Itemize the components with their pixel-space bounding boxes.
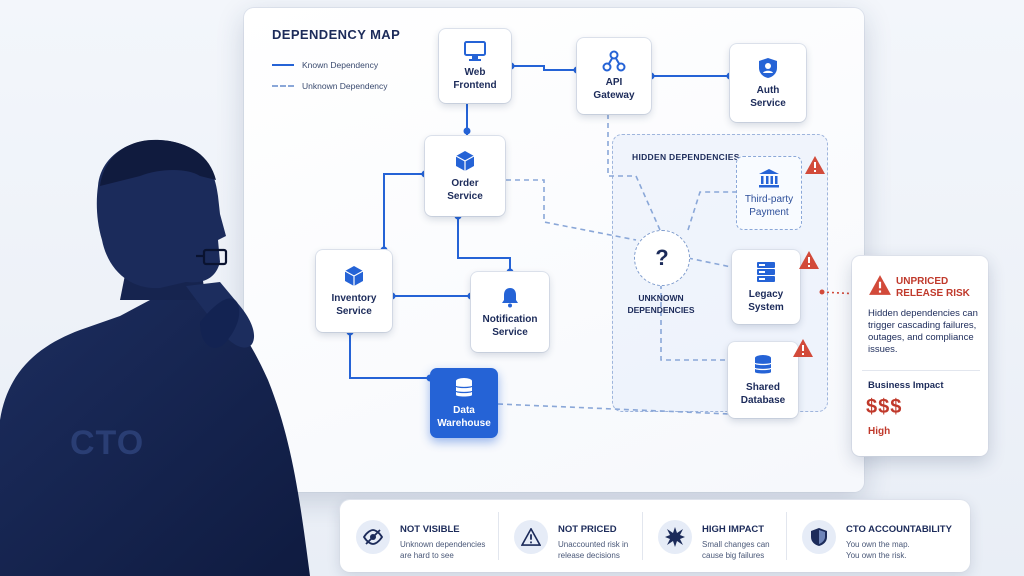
cube-icon — [344, 266, 364, 286]
database-icon — [754, 355, 772, 374]
node-web-frontend[interactable]: Web Frontend — [439, 29, 511, 103]
unknown-line-swatch — [272, 85, 294, 87]
warning-icon — [793, 339, 813, 357]
node-auth-service[interactable]: Auth Service — [730, 44, 806, 122]
shield-icon — [802, 520, 836, 554]
node-label: API Gateway — [593, 77, 635, 101]
node-order-service[interactable]: Order Service — [425, 136, 505, 216]
hidden-zone-label: HIDDEN DEPENDENCIES — [632, 152, 740, 162]
summary-title: NOT PRICED — [558, 524, 617, 535]
summary-item-not-priced: NOT PRICED Unaccounted risk in release d… — [502, 500, 652, 572]
node-label: Notification Service — [482, 314, 538, 338]
summary-item-not-visible: NOT VISIBLE Unknown dependencies are har… — [344, 500, 494, 572]
business-impact-symbol: $$$ — [866, 396, 903, 418]
node-legacy-system[interactable]: Legacy System — [732, 250, 800, 324]
warning-icon — [805, 156, 825, 174]
risk-card: UNPRICED RELEASE RISK Hidden dependencie… — [852, 256, 988, 456]
summary-desc: Small changes can cause big failures — [702, 540, 770, 560]
node-label: Third-party Payment — [744, 194, 794, 218]
risk-title: UNPRICED RELEASE RISK — [896, 276, 970, 299]
legend-known: Known Dependency — [272, 60, 378, 70]
warning-icon — [869, 275, 891, 295]
node-shared-database[interactable]: Shared Database — [728, 342, 798, 418]
summary-title: CTO ACCOUNTABILITY — [846, 524, 952, 535]
divider — [498, 512, 499, 560]
node-data-warehouse[interactable]: Data Warehouse — [430, 368, 498, 438]
bell-icon — [502, 288, 518, 308]
divider — [642, 512, 643, 560]
divider — [786, 512, 787, 560]
node-third-party-payment[interactable]: Third-party Payment — [736, 156, 802, 230]
eye-off-icon — [356, 520, 390, 554]
warning-icon — [799, 251, 819, 269]
summary-bar: NOT VISIBLE Unknown dependencies are har… — [340, 500, 970, 572]
unknown-dependencies-marker: ? — [634, 230, 690, 286]
divider — [862, 370, 980, 371]
warning-icon — [514, 520, 548, 554]
monitor-icon — [464, 41, 486, 61]
node-api-gateway[interactable]: API Gateway — [577, 38, 651, 114]
business-impact-level: High — [868, 426, 891, 437]
summary-title: HIGH IMPACT — [702, 524, 765, 535]
node-label: Order Service — [447, 178, 483, 202]
summary-desc: You own the map. You own the risk. — [846, 540, 910, 560]
database-icon — [455, 378, 473, 397]
shield-user-icon — [759, 58, 777, 78]
unknown-dependencies-label: UNKNOWN DEPENDENCIES — [627, 293, 695, 315]
burst-icon — [658, 520, 692, 554]
summary-item-high-impact: HIGH IMPACT Small changes can cause big … — [646, 500, 796, 572]
legend-unknown-label: Unknown Dependency — [302, 81, 388, 91]
summary-title: NOT VISIBLE — [400, 524, 460, 535]
business-impact-label: Business Impact — [868, 380, 944, 391]
diagram-title: DEPENDENCY MAP — [272, 27, 401, 42]
node-label: Inventory Service — [331, 293, 377, 317]
cto-jacket-label: CTO — [70, 424, 145, 462]
node-label: Shared Database — [740, 382, 786, 406]
known-line-swatch — [272, 64, 294, 66]
risk-description: Hidden dependencies can trigger cascadin… — [868, 308, 978, 355]
summary-desc: Unaccounted risk in release decisions — [558, 540, 629, 560]
cube-icon — [455, 151, 475, 171]
legend-known-label: Known Dependency — [302, 60, 379, 70]
server-icon — [757, 262, 775, 282]
summary-desc: Unknown dependencies are hard to see — [400, 540, 486, 560]
share-nodes-icon — [602, 50, 626, 72]
summary-item-cto-accountability: CTO ACCOUNTABILITY You own the map. You … — [790, 500, 966, 572]
node-label: Web Frontend — [453, 67, 497, 91]
bank-icon — [759, 169, 779, 188]
node-inventory-service[interactable]: Inventory Service — [316, 250, 392, 332]
node-notification-service[interactable]: Notification Service — [471, 272, 549, 352]
node-label: Auth Service — [750, 85, 786, 109]
node-label: Legacy System — [748, 289, 784, 313]
node-label: Data Warehouse — [437, 405, 491, 429]
legend-unknown: Unknown Dependency — [272, 81, 388, 91]
